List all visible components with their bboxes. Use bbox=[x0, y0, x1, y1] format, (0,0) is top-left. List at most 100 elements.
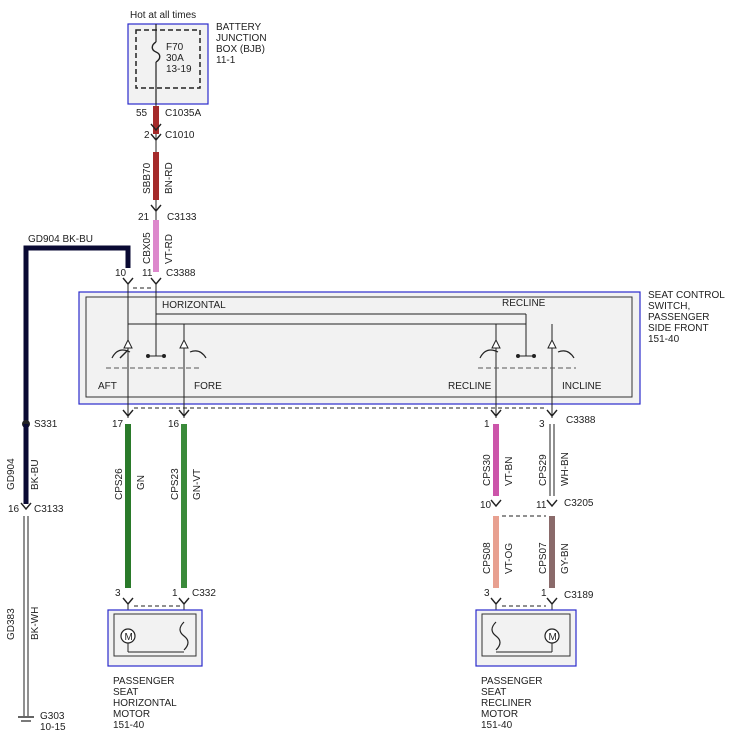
cps29-color: WH-BN bbox=[560, 452, 571, 486]
switch-fore-arrow-icon bbox=[179, 338, 189, 349]
horizontal-label: HORIZONTAL bbox=[162, 300, 226, 311]
c1035a-pin: 55 bbox=[136, 108, 148, 119]
c332-pin-right: 1 bbox=[172, 588, 178, 599]
c3189-name: C3189 bbox=[564, 590, 594, 601]
horizontal-motor-symbol: M bbox=[125, 632, 133, 643]
c3189-pin-left: 3 bbox=[484, 588, 490, 599]
cbx05-color: VT-RD bbox=[164, 234, 175, 264]
bjb-name-1: BATTERY bbox=[216, 22, 262, 33]
g303-ref: 10-15 bbox=[40, 722, 66, 733]
sbb70-color: BN-RD bbox=[164, 162, 175, 194]
connector-c3189-left bbox=[490, 597, 502, 606]
c332-pin-left: 3 bbox=[115, 588, 121, 599]
connector-c332-left bbox=[122, 597, 134, 606]
incline-label: INCLINE bbox=[562, 381, 602, 392]
fore-label: FORE bbox=[194, 381, 222, 392]
c1010-pin: 2 bbox=[144, 130, 150, 141]
switch-inner bbox=[85, 296, 633, 398]
c3133a-name: C3133 bbox=[167, 212, 197, 223]
fuse-icon bbox=[151, 41, 161, 63]
c1035a-name: C1035A bbox=[165, 108, 201, 119]
wire-cps23 bbox=[181, 424, 187, 588]
cps30-color: VT-BN bbox=[504, 457, 515, 486]
switch-incline-arrow-icon bbox=[547, 338, 557, 349]
cps07-circuit: CPS07 bbox=[538, 542, 549, 574]
sbb70-circuit: SBB70 bbox=[142, 162, 153, 194]
fuse-ref: 13-19 bbox=[166, 64, 192, 75]
connector-c332-right bbox=[178, 597, 190, 606]
switch-aft-arrow-icon bbox=[123, 338, 133, 349]
hot-label: Hot at all times bbox=[130, 10, 196, 21]
c3388b-pin-17: 17 bbox=[112, 419, 124, 430]
c3133b-name: C3133 bbox=[34, 504, 64, 515]
gd383-circuit: GD383 bbox=[6, 608, 17, 640]
connector-c3388b-3 bbox=[490, 409, 502, 418]
connector-c3388b-2 bbox=[178, 409, 190, 418]
bjb-name-2: JUNCTION bbox=[216, 33, 267, 44]
recline-label: RECLINE bbox=[448, 381, 492, 392]
horizontal-motor-name-4: MOTOR bbox=[113, 709, 150, 720]
cps23-circuit: CPS23 bbox=[170, 468, 181, 500]
connector-c1035a-symbol bbox=[150, 123, 162, 132]
wire-cbx05 bbox=[153, 220, 159, 272]
gd904-top-label: GD904 BK-BU bbox=[28, 234, 93, 245]
c1010-name: C1010 bbox=[165, 130, 195, 141]
aft-label: AFT bbox=[98, 381, 117, 392]
cps23-color: GN-VT bbox=[192, 469, 203, 500]
recliner-motor-box bbox=[475, 609, 577, 667]
cps26-circuit: CPS26 bbox=[114, 468, 125, 500]
connector-c3133-symbol bbox=[150, 204, 162, 213]
switch-ref: 151-40 bbox=[648, 334, 680, 345]
bjb-inner-dashed bbox=[135, 29, 201, 89]
horizontal-motor-name-2: SEAT bbox=[113, 687, 138, 698]
cps30-circuit: CPS30 bbox=[482, 454, 493, 486]
fuse-rating: 30A bbox=[166, 53, 184, 64]
c3388b-pin-3: 3 bbox=[539, 419, 545, 430]
bjb-box bbox=[127, 23, 209, 105]
switch-aft-contact bbox=[119, 349, 129, 359]
c3388b-pin-16: 16 bbox=[168, 419, 180, 430]
horizontal-motor-name-1: PASSENGER bbox=[113, 676, 175, 687]
c332-name: C332 bbox=[192, 588, 216, 599]
c3388a-pin-left: 10 bbox=[115, 268, 127, 279]
recliner-motor-name-3: RECLINER bbox=[481, 698, 532, 709]
switch-name-1: SEAT CONTROL bbox=[648, 290, 725, 301]
c3133a-pin: 21 bbox=[138, 212, 150, 223]
gd904-color: BK-BU bbox=[30, 459, 41, 490]
recliner-motor-name-2: SEAT bbox=[481, 687, 506, 698]
c3205-name: C3205 bbox=[564, 498, 594, 509]
c3205-pin-right: 11 bbox=[536, 500, 547, 511]
switch-name-4: SIDE FRONT bbox=[648, 323, 709, 334]
cps29-circuit: CPS29 bbox=[538, 454, 549, 486]
fuse-id: F70 bbox=[166, 42, 184, 53]
wire-cps26 bbox=[125, 424, 131, 588]
c3388a-pin-right: 11 bbox=[142, 268, 153, 279]
c3189-pin-right: 1 bbox=[541, 588, 547, 599]
switch-name-3: PASSENGER bbox=[648, 312, 710, 323]
cbx05-circuit: CBX05 bbox=[142, 232, 153, 264]
connector-c3133b-symbol bbox=[20, 502, 32, 511]
switch-name-2: SWITCH, bbox=[648, 301, 690, 312]
wire-cps30 bbox=[493, 424, 499, 496]
wire-cps07 bbox=[549, 516, 555, 588]
gd904-circuit: GD904 bbox=[6, 458, 17, 490]
c3388b-name: C3388 bbox=[566, 415, 596, 426]
cps07-color: GY-BN bbox=[560, 543, 571, 574]
switch-recline-arrow-icon bbox=[491, 338, 501, 349]
horizontal-motor-ref: 151-40 bbox=[113, 720, 145, 731]
connector-c3388b-4 bbox=[546, 409, 558, 418]
wire-sbb70 bbox=[153, 152, 159, 200]
c3205-pin-left: 10 bbox=[480, 500, 492, 511]
recline-top-label: RECLINE bbox=[502, 298, 546, 309]
cps08-color: VT-OG bbox=[504, 543, 515, 574]
switch-box bbox=[78, 291, 641, 405]
c3388a-name: C3388 bbox=[166, 268, 196, 279]
connector-c3205-right bbox=[546, 499, 558, 508]
s331-label: S331 bbox=[34, 419, 58, 430]
cps08-circuit: CPS08 bbox=[482, 542, 493, 574]
recliner-motor-symbol: M bbox=[549, 632, 557, 643]
c3133b-pin: 16 bbox=[8, 504, 20, 515]
c3388b-pin-1: 1 bbox=[484, 419, 490, 430]
connector-c3388b-1 bbox=[122, 409, 134, 418]
bjb-ref: 11-1 bbox=[216, 55, 236, 66]
